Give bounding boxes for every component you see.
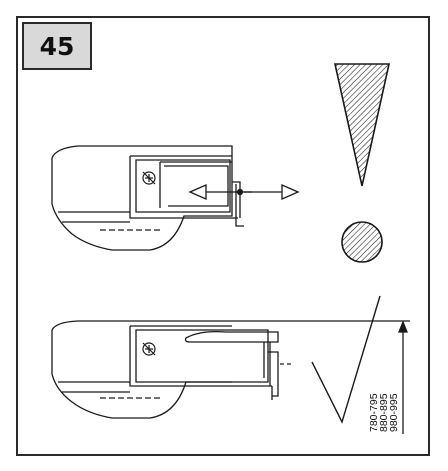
height-dimension-icon bbox=[398, 320, 408, 434]
cabinet-profile-top bbox=[51, 145, 252, 251]
dimension-label-2: 880-895 bbox=[378, 393, 390, 432]
cabinet-profile-bottom bbox=[51, 320, 410, 419]
dimension-label-1: 780-795 bbox=[368, 393, 380, 432]
screw-icon bbox=[142, 171, 156, 185]
double-arrow-icon bbox=[188, 184, 300, 200]
screw-icon bbox=[142, 342, 156, 356]
warning-triangle-icon bbox=[334, 63, 390, 187]
step-number: 45 bbox=[39, 32, 75, 61]
warning-dot-icon bbox=[341, 221, 383, 263]
dimension-label-3: 980-995 bbox=[388, 393, 400, 432]
step-number-badge: 45 bbox=[22, 22, 92, 70]
checkmark-icon bbox=[311, 295, 381, 424]
